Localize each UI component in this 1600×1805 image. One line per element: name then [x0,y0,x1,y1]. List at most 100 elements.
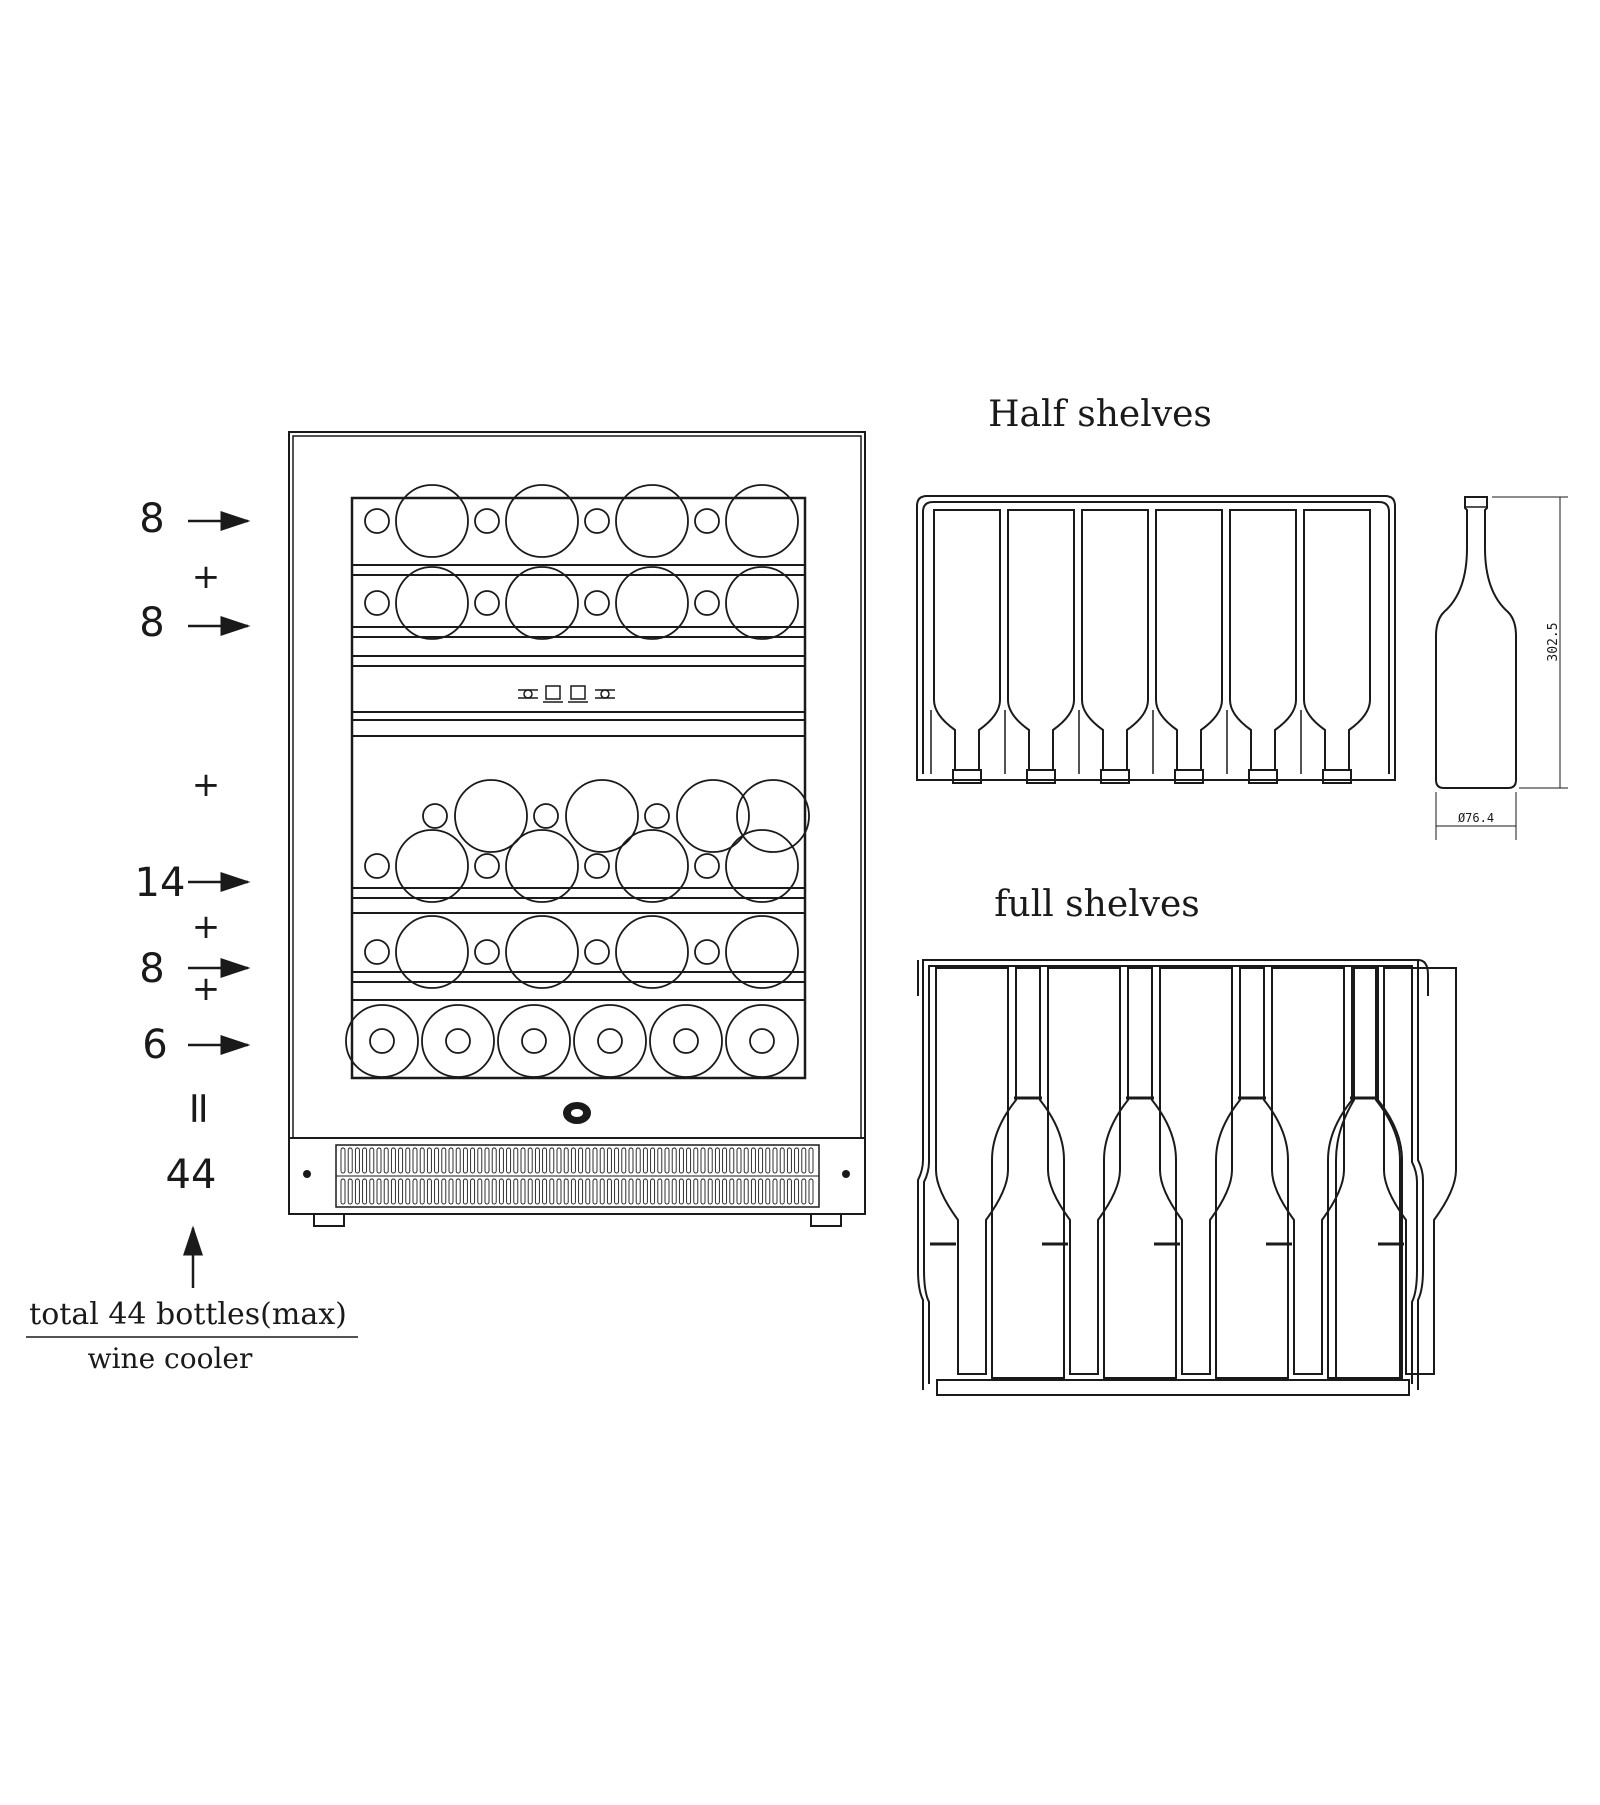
vent-slot [340,1147,346,1174]
bottle-neck-end [533,803,559,829]
bottle-base-end [573,1004,647,1078]
vent-slot [714,1178,720,1205]
bottle-neck-end [644,803,670,829]
vent-slot [585,1147,591,1174]
bottle-neck-end [584,939,610,965]
half-shelf-bottle [1303,509,1371,771]
half-shelf-bottle [933,509,1001,771]
bottle-base-end [615,566,689,640]
bottle-outline [1435,496,1517,789]
vent-slot [376,1147,382,1174]
bottle-cap [1248,769,1278,784]
bottle-base-end [395,915,469,989]
vent-slot [642,1178,648,1205]
vent-slot [549,1178,555,1205]
vent-slot [650,1178,656,1205]
vent-slot [621,1147,627,1174]
vent-slot [671,1178,677,1205]
count-shelf-3: 14 [135,860,186,906]
vent-slot [405,1178,411,1205]
plus-sign: + [192,907,221,947]
bottle-base-end [615,484,689,558]
bottle-cap [952,769,982,784]
vent-slot [441,1178,447,1205]
bottle-neck-end [584,508,610,534]
vent-slot [498,1178,504,1205]
vent-slot [527,1147,533,1174]
vent-slot [419,1147,425,1174]
vent-slot [578,1147,584,1174]
vent-slot [470,1178,476,1205]
vent-slot [347,1178,353,1205]
half-shelf-bottle [1081,509,1149,771]
bottle-neck-end [597,1028,623,1054]
vent-slot [448,1147,454,1174]
full-shelf-bottle [1215,967,1289,1379]
bottle-neck-end [694,508,720,534]
vent-slot [700,1147,706,1174]
vent-slot [484,1147,490,1174]
bottle-neck-end [521,1028,547,1054]
vent-slot [419,1178,425,1205]
vent-slot [758,1178,764,1205]
bottle-base-end [454,779,528,853]
bottle-neck-end [749,1028,775,1054]
full-shelf-bottle [1335,967,1403,1379]
bottle-cap [1322,769,1352,784]
vent-slot [808,1147,814,1174]
count-column: 8 + 8 + 14 + 8 + 6 = 44 total 44 bottles… [26,496,358,1375]
vent-slot [736,1147,742,1174]
bottle-neck-end [474,508,500,534]
vent-slot [722,1178,728,1205]
vent-slot [758,1147,764,1174]
vent-slot [412,1147,418,1174]
bottle-neck-end [584,853,610,879]
vent-slot [405,1147,411,1174]
vent-slot [678,1178,684,1205]
bottle-base-end [565,779,639,853]
bottle-base-end [725,915,799,989]
full-shelves-title: full shelves [994,884,1200,925]
vent-slot [750,1147,756,1174]
vent-slot [434,1147,440,1174]
glass-window [350,496,807,1080]
vent-slot [657,1147,663,1174]
vent-slot [599,1147,605,1174]
bottle-neck-end [369,1028,395,1054]
caption-product: wine cooler [88,1342,253,1375]
vent-slot [729,1147,735,1174]
vent-slot [398,1178,404,1205]
bottle-base-end [505,484,579,558]
vent-slot [520,1147,526,1174]
vent-slot [563,1178,569,1205]
vent-slot [434,1178,440,1205]
vent-slot [441,1147,447,1174]
vent-slot [390,1178,396,1205]
bottle-height-dimension: 302.5 [1546,622,1561,661]
vent-slot [736,1178,742,1205]
vent-slot [556,1147,562,1174]
vent-slot [506,1147,512,1174]
vent-slot [628,1147,634,1174]
vent-slot [383,1178,389,1205]
vent-slot [671,1147,677,1174]
bottle-base-end [649,1004,723,1078]
vent-slot [383,1147,389,1174]
bottle-base-end [497,1004,571,1078]
bottle-base-end [725,484,799,558]
bottle-dimension-drawing [1435,496,1568,840]
vent-slot [650,1147,656,1174]
bottle-neck-end [694,853,720,879]
vent-slot [686,1147,692,1174]
vent-slot [556,1178,562,1205]
count-shelf-1: 8 [139,496,164,542]
bottle-cap [1174,769,1204,784]
vent-slot [614,1147,620,1174]
vent-slot [455,1178,461,1205]
vent-slot [657,1178,663,1205]
half-shelves-title: Half shelves [988,394,1212,435]
vent-slot [426,1178,432,1205]
vent-slot [808,1178,814,1205]
